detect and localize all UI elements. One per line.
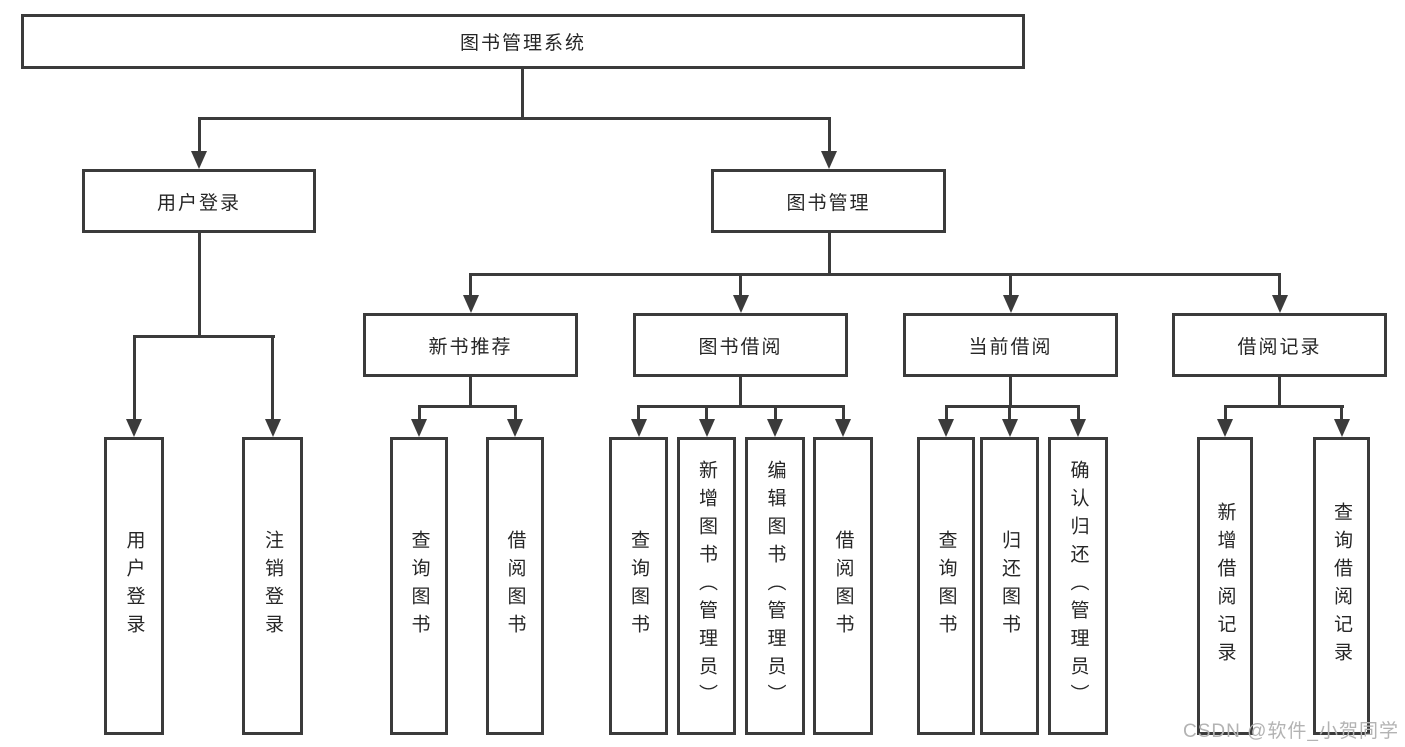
connector-line [271, 335, 274, 419]
node-label: 查询图书 [935, 530, 957, 642]
node-label: 确认归还（管理员） [1067, 460, 1089, 712]
arrowhead-down-icon [835, 419, 851, 437]
arrowhead-down-icon [507, 419, 523, 437]
arrowhead-down-icon [938, 419, 954, 437]
connector-line [1278, 273, 1281, 295]
arrowhead-down-icon [1217, 419, 1233, 437]
connector-line [841, 405, 845, 419]
connector-line [773, 405, 777, 419]
leaf-add-borrow-record: 新增借阅记录 [1197, 437, 1253, 735]
connector-line [1223, 405, 1227, 419]
arrowhead-down-icon [462, 295, 479, 313]
connector-line [637, 405, 845, 408]
leaf-confirm-return-admin: 确认归还（管理员） [1048, 437, 1108, 735]
watermark: CSDN @软件_小贺同学 [1183, 721, 1399, 742]
connector-line [944, 405, 948, 419]
node-label: 用户登录 [156, 192, 241, 214]
node-label: 当前借阅 [968, 336, 1053, 358]
arrowhead-down-icon [191, 151, 207, 169]
connector-line [705, 405, 708, 419]
node-user-login: 用户登录 [82, 169, 316, 233]
connector-line [513, 405, 517, 419]
connector-line [520, 69, 524, 117]
arrowhead-down-icon [1271, 295, 1288, 313]
node-current-borrowing: 当前借阅 [903, 313, 1118, 377]
node-label: 借阅记录 [1237, 336, 1322, 358]
node-label: 新书推荐 [428, 336, 513, 358]
arrowhead-down-icon [767, 419, 783, 437]
connector-line [827, 233, 831, 273]
arrowhead-down-icon [1002, 295, 1019, 313]
node-label: 借阅图书 [504, 530, 526, 642]
leaf-query-books-1: 查询图书 [390, 437, 448, 735]
connector-line [197, 117, 831, 120]
leaf-user-login: 用户登录 [104, 437, 164, 735]
leaf-logout: 注销登录 [242, 437, 303, 735]
leaf-return-books: 归还图书 [980, 437, 1039, 735]
connector-line [739, 273, 742, 295]
connector-line [469, 377, 472, 405]
arrowhead-down-icon [411, 419, 427, 437]
node-label: 编辑图书（管理员） [764, 460, 786, 712]
connector-line [1009, 273, 1012, 295]
connector-line [1278, 377, 1281, 405]
arrowhead-down-icon [821, 151, 837, 169]
node-label: 图书借阅 [698, 336, 783, 358]
connector-line [827, 117, 831, 151]
connector-line [1009, 377, 1012, 405]
node-label: 新增借阅记录 [1214, 502, 1236, 670]
connector-line [469, 273, 1281, 276]
node-label: 查询图书 [628, 530, 649, 642]
arrowhead-down-icon [264, 419, 281, 437]
connector-line [469, 273, 472, 295]
connector-line [197, 117, 201, 151]
node-label: 用户登录 [123, 530, 145, 642]
arrowhead-down-icon [698, 419, 715, 437]
connector-line [132, 335, 275, 338]
arrowhead-down-icon [732, 295, 749, 313]
leaf-query-books-2: 查询图书 [609, 437, 668, 735]
connector-line [1008, 405, 1011, 419]
connector-line [1223, 405, 1344, 408]
arrowhead-down-icon [1001, 419, 1018, 437]
node-label: 图书管理 [786, 192, 871, 214]
leaf-borrow-books-1: 借阅图书 [486, 437, 544, 735]
connector-line [417, 405, 517, 408]
connector-line [417, 405, 421, 419]
node-library-management-system: 图书管理系统 [21, 14, 1025, 69]
node-label: 借阅图书 [832, 530, 854, 642]
connector-line [739, 377, 742, 405]
node-borrowing-records: 借阅记录 [1172, 313, 1387, 377]
node-label: 新增图书（管理员） [696, 460, 717, 712]
arrowhead-down-icon [126, 419, 142, 437]
node-book-borrowing: 图书借阅 [633, 313, 848, 377]
leaf-borrow-books-2: 借阅图书 [813, 437, 873, 735]
connector-line [197, 233, 201, 335]
connector-line [1076, 405, 1080, 419]
connector-line [1340, 405, 1343, 419]
connector-line [637, 405, 640, 419]
node-label: 图书管理系统 [459, 33, 586, 54]
arrowhead-down-icon [1333, 419, 1350, 437]
node-book-management: 图书管理 [711, 169, 946, 233]
connector-line [944, 405, 1080, 408]
connector-line [132, 335, 136, 419]
leaf-add-books-admin: 新增图书（管理员） [677, 437, 736, 735]
node-label: 查询借阅记录 [1331, 502, 1352, 670]
node-label: 注销登录 [262, 530, 283, 642]
node-label: 归还图书 [999, 530, 1020, 642]
node-label: 查询图书 [408, 530, 430, 642]
arrowhead-down-icon [1070, 419, 1086, 437]
arrowhead-down-icon [630, 419, 647, 437]
leaf-edit-books-admin: 编辑图书（管理员） [745, 437, 805, 735]
leaf-query-borrow-record: 查询借阅记录 [1313, 437, 1370, 735]
node-new-book-recommendation: 新书推荐 [363, 313, 578, 377]
leaf-query-books-3: 查询图书 [917, 437, 975, 735]
